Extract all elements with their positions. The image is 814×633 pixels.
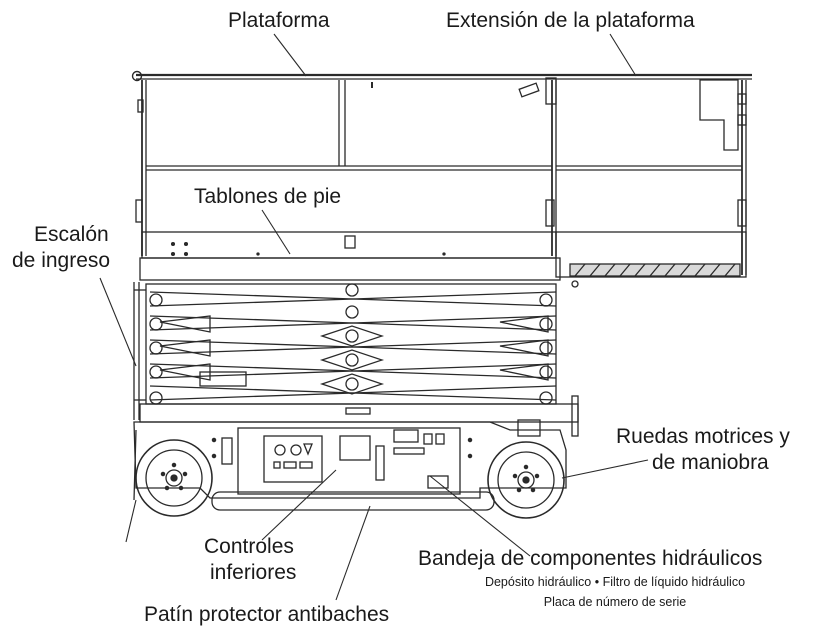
entry-ladder bbox=[133, 282, 146, 420]
label-platform: Plataforma bbox=[228, 9, 330, 32]
label-lower-controls-line1: Controles bbox=[204, 535, 294, 558]
label-hydraulic-tray: Bandeja de componentes hidráulicos bbox=[418, 547, 763, 570]
label-entry-step-line1: Escalón bbox=[34, 223, 109, 246]
label-entry-step-line2: de ingreso bbox=[12, 249, 111, 272]
platform-guardrail bbox=[131, 70, 752, 275]
scissor-stack bbox=[145, 280, 579, 405]
label-hydraulic-tray-sub1: Depósito hidráulico • Filtro de líquido … bbox=[484, 575, 746, 589]
label-platform-extension: Extensión de la plataforma bbox=[446, 9, 695, 32]
label-lower-controls-line2: inferiores bbox=[210, 561, 297, 584]
rear-wheel bbox=[135, 439, 213, 517]
label-toe-boards: Tablones de pie bbox=[194, 185, 342, 208]
label-drive-wheels-line2: de maniobra bbox=[652, 451, 769, 474]
label-hydraulic-tray-sub2: Placa de número de serie bbox=[543, 595, 687, 609]
front-wheel bbox=[487, 441, 565, 519]
chassis bbox=[133, 395, 579, 511]
label-pothole-guard: Patín protector antibaches bbox=[144, 603, 390, 626]
leader-lines bbox=[99, 33, 649, 601]
label-drive-wheels-line1: Ruedas motrices y bbox=[616, 425, 790, 448]
platform-deck bbox=[139, 231, 747, 281]
